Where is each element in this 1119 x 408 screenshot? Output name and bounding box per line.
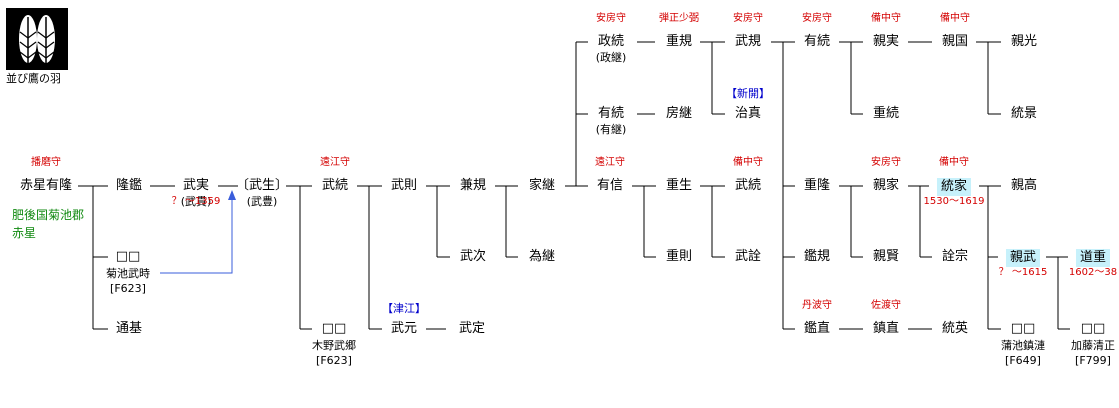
office-title: 丹波守 <box>802 300 832 311</box>
person-name: 親国 <box>941 34 969 49</box>
alias-name: (武貫) <box>180 195 212 208</box>
office-title: 安房守 <box>733 13 763 24</box>
office-title: 佐渡守 <box>871 300 901 311</box>
person-name: 武次 <box>459 249 487 264</box>
person-name: 房継 <box>665 106 693 121</box>
person-name: 親実 <box>872 34 900 49</box>
office-title: 遠江守 <box>595 157 625 168</box>
person-name: 家継 <box>528 178 556 193</box>
person-name: 治真 <box>734 106 762 121</box>
origin-line-1: 肥後国菊池郡 <box>12 208 85 222</box>
person-name: 道重 <box>1075 249 1111 267</box>
person-name: 鑑直 <box>803 321 831 336</box>
person-name: 鑑規 <box>803 249 831 264</box>
person-name: 武続 <box>734 178 762 193</box>
person-name: 親光 <box>1010 34 1038 49</box>
person-name: 重隆 <box>803 178 831 193</box>
person-name: 為継 <box>528 249 556 264</box>
life-dates: ？ ～1359 <box>171 196 221 207</box>
branch-label: 【新開】 <box>726 87 770 100</box>
office-title: 安房守 <box>596 13 626 24</box>
crest-label: 並び鷹の羽 <box>6 72 61 85</box>
person-name: 隆鑑 <box>115 178 143 193</box>
person-name: 武続 <box>321 178 349 193</box>
person-name: 〔武生〕 <box>235 178 289 193</box>
person-name: 武元 <box>390 321 418 336</box>
office-title: 遠江守 <box>320 157 350 168</box>
person-name: 鎮直 <box>872 321 900 336</box>
life-dates: 1602～38 <box>1068 267 1118 278</box>
adoption-arrow <box>160 198 233 274</box>
branch-label: 【津江】 <box>382 302 426 315</box>
person-name: 統英 <box>941 321 969 336</box>
person-name: 武規 <box>734 34 762 49</box>
person-name: 武詮 <box>734 249 762 264</box>
person-name: 重続 <box>872 106 900 121</box>
relation-note: 加藤清正 <box>1071 339 1115 352</box>
office-title: 備中守 <box>871 13 901 24</box>
person-name: 赤星有隆 <box>19 178 73 193</box>
reference-code: [F799] <box>1075 354 1111 367</box>
person-name: 親家 <box>872 178 900 193</box>
person-name: 重規 <box>665 34 693 49</box>
person-name: 統家 <box>936 178 972 196</box>
reference-code: [F623] <box>316 354 352 367</box>
alias-name: (武豊) <box>246 195 278 208</box>
person-name: 親武 <box>1005 249 1041 267</box>
alias-name: (有継) <box>595 123 627 136</box>
person-name: 武則 <box>390 178 418 193</box>
office-title: 弾正少弼 <box>659 13 699 24</box>
person-name: 通基 <box>115 321 143 336</box>
relation-note: 木野武郷 <box>312 339 356 352</box>
origin-line-2: 赤星 <box>12 226 37 240</box>
office-title: 安房守 <box>871 157 901 168</box>
person-name: □□ <box>321 321 347 336</box>
office-title: 安房守 <box>802 13 832 24</box>
relation-note: 菊池武時 <box>106 267 150 280</box>
person-name: □□ <box>1080 321 1106 336</box>
hawk-feather-crest-icon <box>6 8 68 70</box>
office-title: 播磨守 <box>31 157 61 168</box>
person-name: 親高 <box>1010 178 1038 193</box>
person-name: 親賢 <box>872 249 900 264</box>
person-name: 重則 <box>665 249 693 264</box>
person-name: 統景 <box>1010 106 1038 121</box>
origin-note: 肥後国菊池郡 赤星 <box>12 206 84 242</box>
reference-code: [F623] <box>110 282 146 295</box>
office-title: 備中守 <box>940 13 970 24</box>
office-title: 備中守 <box>939 157 969 168</box>
person-name: 兼規 <box>459 178 487 193</box>
relation-note: 蒲池鎮漣 <box>1001 339 1045 352</box>
life-dates: ？ ～1615 <box>998 267 1048 278</box>
person-name: 重生 <box>665 178 693 193</box>
life-dates: 1530～1619 <box>923 196 985 207</box>
person-name: 武実 <box>182 178 210 193</box>
person-name: 有続 <box>597 106 625 121</box>
office-title: 備中守 <box>733 157 763 168</box>
reference-code: [F649] <box>1005 354 1041 367</box>
person-name: □□ <box>115 249 141 264</box>
person-name: 詮宗 <box>941 249 969 264</box>
person-name: 有信 <box>596 178 624 193</box>
person-name: 政続 <box>597 34 625 49</box>
person-name: 武定 <box>458 321 486 336</box>
person-name: □□ <box>1010 321 1036 336</box>
person-name: 有続 <box>803 34 831 49</box>
alias-name: (政継) <box>595 51 627 64</box>
